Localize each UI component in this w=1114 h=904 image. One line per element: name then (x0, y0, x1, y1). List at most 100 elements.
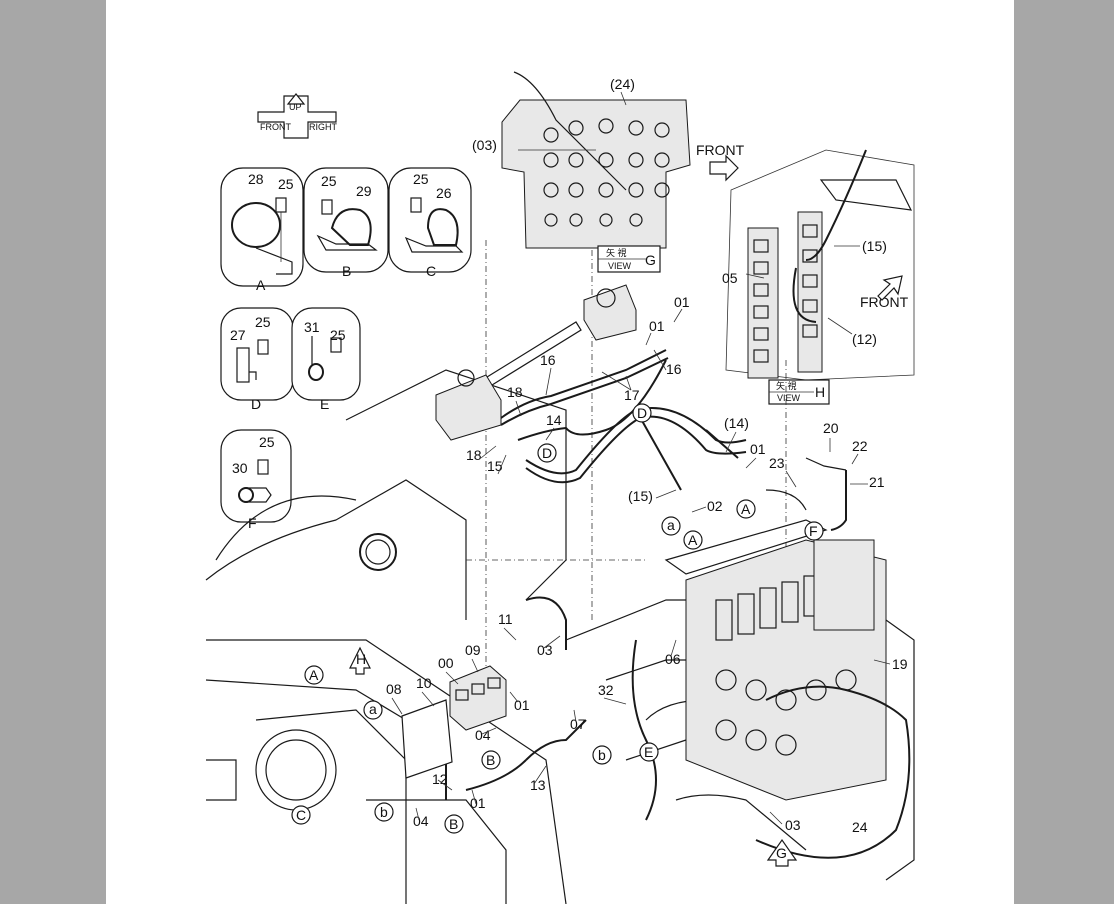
marker-a-small-1: a (661, 516, 681, 536)
detail-f-letter: F (248, 515, 257, 531)
callout: 22 (852, 438, 868, 454)
callout: 06 (665, 651, 681, 667)
detail-view-a: 28 25 A (220, 167, 304, 293)
callout: 08 (386, 681, 402, 697)
front-arrow-icon (877, 275, 903, 301)
svg-text:a: a (369, 701, 377, 717)
detail-f-part-1: 30 (232, 460, 248, 476)
svg-text:E: E (644, 744, 653, 760)
detail-view-b: 25 29 B (303, 167, 389, 279)
detail-b-letter: B (342, 263, 351, 279)
marker-d-1: D (632, 403, 652, 423)
callout: (14) (724, 415, 749, 431)
svg-text:A: A (309, 667, 319, 683)
marker-b-2: B (444, 814, 464, 834)
detail-e-letter: E (320, 396, 329, 412)
svg-text:b: b (598, 747, 606, 763)
marker-a-3: A (304, 665, 324, 685)
view-h-callout-15: (15) (862, 238, 887, 254)
callout: 13 (530, 777, 546, 793)
detail-a-letter: A (256, 277, 266, 293)
view-g-callout-24: (24) (610, 76, 635, 92)
callout: 19 (892, 656, 908, 672)
callout: 18 (466, 447, 482, 463)
detail-a-part-2: 25 (278, 176, 294, 192)
callout: 04 (413, 813, 429, 829)
view-h-front-label: FRONT (860, 294, 909, 310)
circled-letter-markers: D D A A F A B C B E a a b b H (291, 403, 824, 867)
marker-f: F (804, 521, 824, 541)
detail-b-part-2: 29 (356, 183, 372, 199)
arrow-marker-h: H (349, 646, 371, 675)
detail-view-c: 25 26 C (388, 167, 472, 279)
detail-view-d: 27 25 D (220, 307, 294, 412)
callout: 04 (475, 727, 491, 743)
callout: 15 (487, 458, 503, 474)
detail-d-part-2: 25 (255, 314, 271, 330)
callout: (15) (628, 488, 653, 504)
svg-text:D: D (637, 405, 647, 421)
part-callouts: 01 01 16 16 17 18 14 18 15 (14) 01 (15) … (386, 294, 908, 835)
marker-b-1: B (481, 750, 501, 770)
detail-b-part-1: 25 (321, 173, 337, 189)
callout: 21 (869, 474, 885, 490)
svg-text:a: a (667, 517, 675, 533)
callout: 01 (674, 294, 690, 310)
detail-c-part-2: 26 (436, 185, 452, 201)
orientation-front-label: FRONT (260, 122, 291, 132)
callout: 12 (432, 771, 448, 787)
svg-text:B: B (449, 816, 458, 832)
view-g-detail: (24) (03) 矢 視 VIEW G FRONT (472, 71, 745, 273)
detail-e-part-2: 25 (330, 327, 346, 343)
detail-d-part-1: 27 (230, 327, 246, 343)
callout: 00 (438, 655, 454, 671)
view-h-view-label: VIEW (777, 393, 801, 403)
svg-text:B: B (486, 752, 495, 768)
callout: 17 (624, 387, 640, 403)
detail-e-part-1: 31 (304, 319, 320, 335)
detail-f-part-2: 25 (259, 434, 275, 450)
callout: 10 (416, 675, 432, 691)
callout: 01 (649, 318, 665, 334)
marker-c: C (291, 805, 311, 825)
marker-b-small-2: b (374, 802, 394, 822)
view-g-view-label: VIEW (608, 261, 632, 271)
callout: 23 (769, 455, 785, 471)
view-h-letter: H (815, 384, 825, 400)
view-g-kanji: 矢 視 (606, 247, 627, 258)
leader-lines (391, 308, 891, 825)
marker-e: E (639, 742, 659, 762)
arrow-marker-g: G (766, 838, 798, 867)
callout: 18 (507, 384, 523, 400)
svg-text:b: b (380, 804, 388, 820)
view-h-kanji: 矢 視 (776, 380, 797, 391)
callout: 20 (823, 420, 839, 436)
callout: 14 (546, 412, 562, 428)
callout: 03 (537, 642, 553, 658)
callout: 07 (570, 716, 586, 732)
marker-a-2: A (683, 530, 703, 550)
view-g-letter: G (645, 252, 656, 268)
parts-diagram: FRONT RIGHT UP 28 25 A 25 2 (205, 71, 915, 904)
marker-a-small-2: a (363, 700, 383, 720)
svg-text:H: H (356, 651, 366, 667)
callout: 03 (785, 817, 801, 833)
view-h-detail: (15) 05 (12) FRONT 矢 視 VIEW H (722, 149, 915, 405)
callout: 32 (598, 682, 614, 698)
main-assembly (205, 240, 915, 904)
svg-text:F: F (809, 523, 818, 539)
marker-b-small-1: b (592, 745, 612, 765)
svg-text:G: G (776, 845, 787, 861)
callout: 16 (666, 361, 682, 377)
orientation-arrow-icon: FRONT RIGHT UP (257, 93, 338, 139)
orientation-up-label: UP (289, 102, 302, 112)
svg-text:D: D (542, 445, 552, 461)
callout: 11 (498, 611, 513, 627)
orientation-right-label: RIGHT (309, 122, 338, 132)
detail-c-part-1: 25 (413, 171, 429, 187)
marker-a-1: A (736, 499, 756, 519)
detail-d-letter: D (251, 396, 261, 412)
view-h-callout-05: 05 (722, 270, 738, 286)
callout: 01 (750, 441, 766, 457)
